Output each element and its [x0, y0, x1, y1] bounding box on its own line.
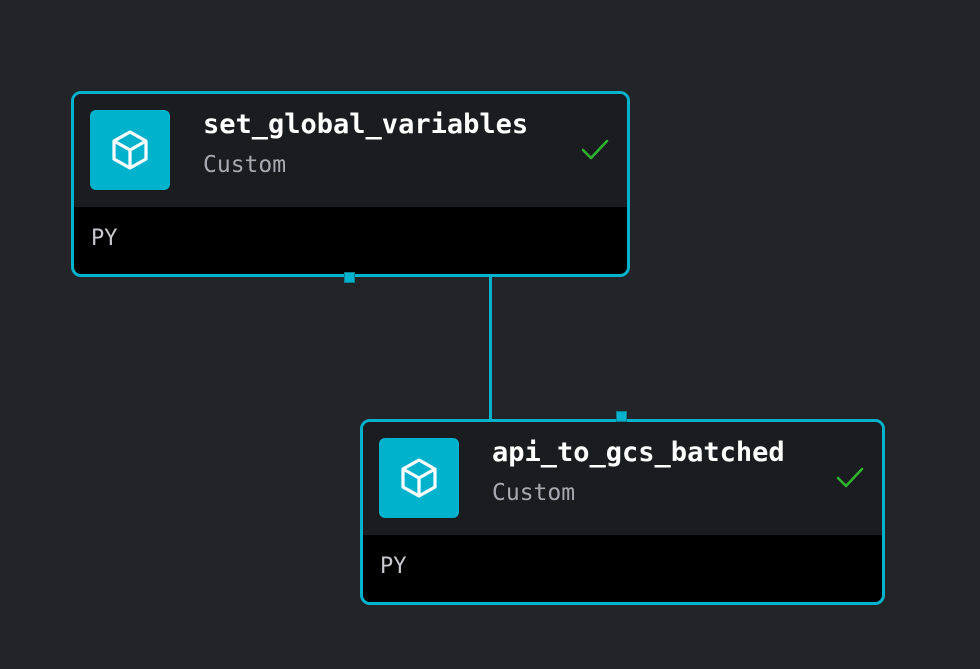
cube-icon [401, 458, 437, 498]
block-type-label: Custom [203, 152, 287, 178]
block-type-badge [379, 438, 459, 518]
block-language-label: PY [91, 226, 118, 251]
check-icon [581, 139, 609, 160]
block-title: api_to_gcs_batched [492, 437, 785, 468]
block-header: api_to_gcs_batched Custom [363, 422, 882, 535]
input-port[interactable] [616, 411, 627, 422]
dependency-edge[interactable] [489, 277, 492, 420]
block-type-label: Custom [492, 480, 576, 506]
block-header: set_global_variables Custom [74, 94, 627, 207]
output-port[interactable] [344, 272, 355, 283]
block-type-badge [90, 110, 170, 190]
block-node-api-to-gcs-batched[interactable]: api_to_gcs_batched Custom PY [360, 419, 885, 605]
block-node-set-global-variables[interactable]: set_global_variables Custom PY [71, 91, 630, 277]
check-icon [836, 467, 864, 488]
cube-icon [112, 130, 148, 170]
block-language-label: PY [380, 554, 407, 579]
block-title: set_global_variables [203, 109, 529, 140]
